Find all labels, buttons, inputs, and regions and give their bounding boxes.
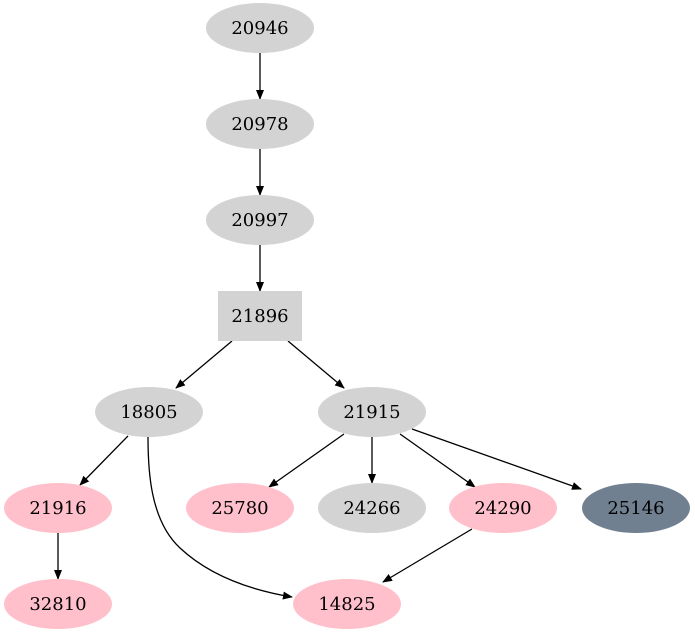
node-14825[interactable]: 14825 [293,579,401,629]
node-20946[interactable]: 20946 [206,3,314,53]
node-ellipse-shape [318,483,426,533]
node-21896[interactable]: 21896 [218,291,302,341]
node-ellipse-shape [582,483,690,533]
node-ellipse-shape [95,387,203,437]
edge-18805-to-21916 [79,435,129,486]
node-24290[interactable]: 24290 [449,483,557,533]
node-label: 20946 [231,18,288,39]
node-24266[interactable]: 24266 [318,483,426,533]
node-ellipse-shape [4,483,112,533]
edge-21915-to-25146 [411,428,582,490]
node-ellipse-shape [318,387,426,437]
node-label: 18805 [120,402,177,423]
node-ellipse-shape [449,483,557,533]
edge-24290-to-14825 [382,528,473,583]
node-label: 25146 [607,498,664,519]
node-box-shape [218,291,302,341]
node-label: 14825 [318,594,375,615]
node-label: 21915 [343,402,400,423]
node-ellipse-shape [206,195,314,245]
node-ellipse-shape [4,579,112,629]
node-ellipse-shape [206,3,314,53]
node-25780[interactable]: 25780 [186,483,294,533]
node-label: 25780 [211,498,268,519]
node-21916[interactable]: 21916 [4,483,112,533]
edge-21896-to-18805 [175,340,233,389]
node-label: 20997 [231,210,288,231]
node-label: 24290 [474,498,531,519]
node-ellipse-shape [206,99,314,149]
node-label: 24266 [343,498,400,519]
node-label: 21896 [231,306,288,327]
node-ellipse-shape [293,579,401,629]
node-ellipse-shape [186,483,294,533]
nodes-layer: 20946 20978 20997 21896 18805 21915 21916 25780… [4,3,690,629]
node-25146[interactable]: 25146 [582,483,690,533]
edge-18805-to-14825 [147,436,293,600]
edge-21915-to-24290 [399,433,476,488]
node-18805[interactable]: 18805 [95,387,203,437]
edge-21896-to-21915 [287,340,345,389]
node-label: 20978 [231,114,288,135]
node-20978[interactable]: 20978 [206,99,314,149]
node-21915[interactable]: 21915 [318,387,426,437]
node-label: 32810 [29,594,86,615]
edge-21915-to-25780 [268,433,345,488]
node-32810[interactable]: 32810 [4,579,112,629]
node-20997[interactable]: 20997 [206,195,314,245]
node-label: 21916 [29,498,86,519]
edges-layer [54,53,582,600]
